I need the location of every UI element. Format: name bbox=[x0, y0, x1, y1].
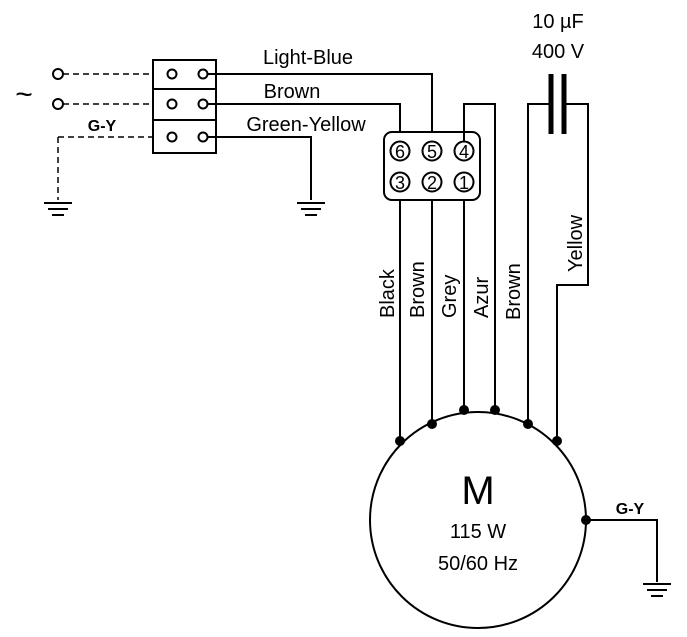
lead-label-black: Black bbox=[377, 268, 399, 318]
ac-source-symbol: ~ bbox=[15, 78, 33, 111]
source-dashed-wires bbox=[57, 73, 153, 200]
wire-label-green-yellow: Green-Yellow bbox=[246, 114, 366, 136]
terminal-block bbox=[152, 59, 217, 154]
motor-lead-wires bbox=[399, 200, 465, 441]
connector-block bbox=[383, 131, 481, 201]
terminal-ground-label: G-Y bbox=[88, 118, 117, 135]
connector-pin-6-circle bbox=[389, 140, 411, 162]
lead-label-azur: Azur bbox=[471, 277, 493, 318]
motor-symbol: M bbox=[461, 469, 494, 513]
capacitor-symbol bbox=[527, 74, 589, 441]
lead-label-brown-2: Brown bbox=[503, 263, 525, 320]
motor-frequency: 50/60 Hz bbox=[438, 553, 518, 575]
ground-symbol-right bbox=[643, 583, 671, 597]
connector-pin-1-circle bbox=[453, 171, 475, 193]
motor-ground-label: G-Y bbox=[616, 501, 645, 518]
lead-label-yellow: Yellow bbox=[565, 214, 587, 272]
capacitor-voltage-label: 400 V bbox=[532, 41, 585, 63]
motor-connection-dots bbox=[395, 405, 591, 525]
connector-pin-3-circle bbox=[389, 171, 411, 193]
source-terminals bbox=[52, 68, 64, 110]
connector-pin-2-label: 2 bbox=[427, 173, 437, 193]
ground-symbol-left bbox=[44, 202, 72, 216]
lead-label-brown-1: Brown bbox=[407, 261, 429, 318]
wire-label-brown: Brown bbox=[264, 81, 321, 103]
connector-pin-4-label: 4 bbox=[459, 142, 469, 162]
capacitor-capacitance-label: 10 µF bbox=[532, 11, 584, 33]
lead-label-grey: Grey bbox=[439, 275, 461, 318]
connector-pin-6-label: 6 bbox=[395, 142, 405, 162]
connector-pin-4-circle bbox=[453, 140, 475, 162]
ground-symbol-middle bbox=[297, 202, 325, 216]
connector-pin-3-label: 3 bbox=[395, 173, 405, 193]
connector-pin-2-circle bbox=[421, 171, 443, 193]
wire-label-light-blue: Light-Blue bbox=[263, 47, 353, 69]
connector-pin-1-label: 1 bbox=[459, 173, 469, 193]
motor-power: 115 W bbox=[450, 521, 506, 543]
motor-ground-wire bbox=[586, 519, 658, 582]
connector-pin-5-circle bbox=[421, 140, 443, 162]
connector-pin-5-label: 5 bbox=[427, 142, 437, 162]
terminal-wires bbox=[208, 73, 433, 200]
pin4-upper-wire bbox=[463, 103, 496, 410]
